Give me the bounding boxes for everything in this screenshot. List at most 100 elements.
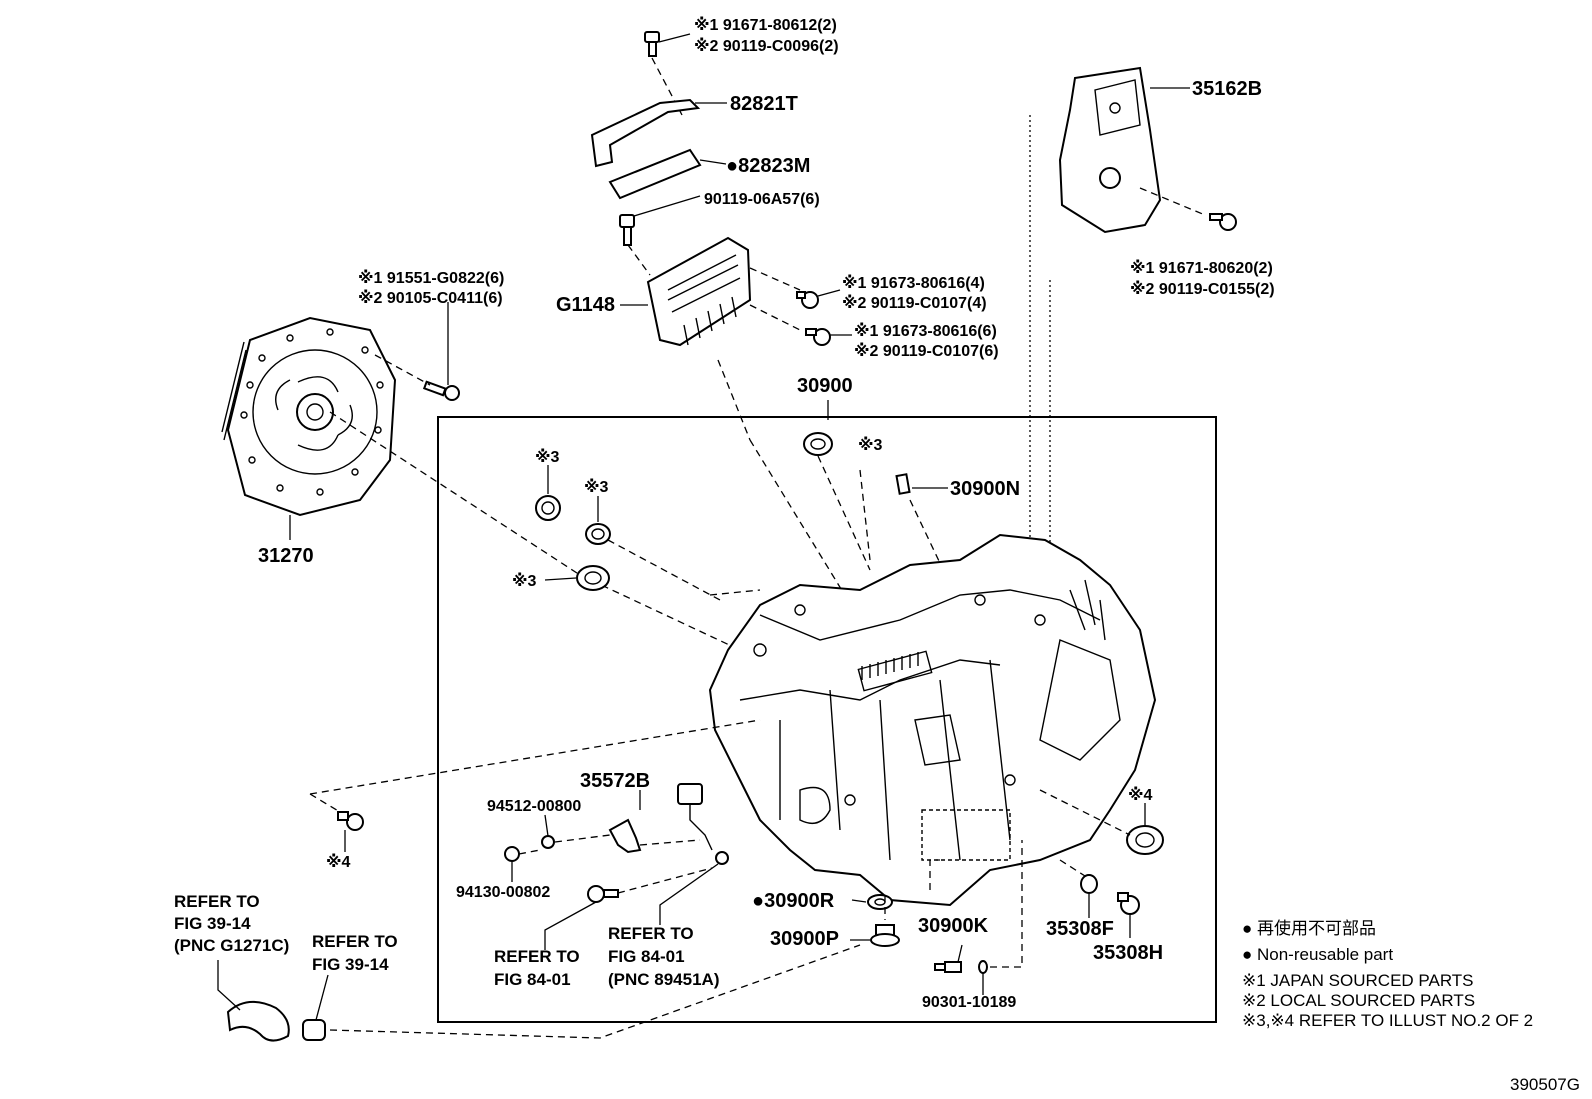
label-bolt-top-2: ※2 90119-C0096(2) [694, 37, 839, 55]
bolt-94130-part[interactable] [504, 846, 520, 882]
label-bolt-g1-1: ※1 91673-80616(4) [842, 274, 985, 292]
label-bolt-g2-1: ※1 91673-80616(6) [854, 322, 997, 340]
plug-mark3a-part[interactable] [535, 465, 561, 521]
bolt-mark4a-part[interactable] [337, 811, 364, 852]
label-35162B: 35162B [1192, 78, 1262, 100]
label-bolt-top-1: ※1 91671-80612(2) [694, 16, 837, 34]
cover-35162B-part[interactable] [1058, 66, 1190, 234]
label-30900N: 30900N [950, 478, 1020, 500]
lead-ref84b [659, 863, 719, 925]
dash-clamp [329, 944, 861, 1039]
label-mark3-c: ※3 [512, 572, 537, 590]
g1148-part[interactable] [620, 236, 752, 347]
bolt-g1148-4-part[interactable] [796, 289, 841, 309]
dash-ref84a [617, 867, 713, 894]
legend-note2: ※2 LOCAL SOURCED PARTS [1242, 991, 1475, 1010]
ring-35308F-part[interactable] [1080, 874, 1098, 918]
dash-mark4a-path [309, 719, 761, 795]
top-bolt-part[interactable] [644, 31, 691, 57]
bolt-90119-06A57-part[interactable] [619, 195, 701, 246]
disc-31270-part[interactable] [221, 316, 397, 540]
ref-d-line3: (PNC 89451A) [608, 970, 720, 989]
plug-30900P-part[interactable] [850, 924, 900, 947]
dash-30900K-b [929, 859, 940, 890]
transaxle-case-part[interactable] [708, 533, 1157, 907]
fitting-30900K-part[interactable] [934, 944, 963, 973]
ring-90301-part[interactable] [978, 960, 988, 995]
bolt-ref84-part[interactable] [544, 885, 619, 950]
label-bolt-right-2: ※2 90119-C0155(2) [1130, 280, 1275, 298]
label-bolt-right-1: ※1 91671-80620(2) [1130, 259, 1273, 277]
label-mark3-a: ※3 [535, 448, 560, 466]
label-bolt-g1-2: ※2 90119-C0107(4) [842, 294, 987, 312]
label-35308H: 35308H [1093, 942, 1163, 964]
sensor-35572B-part[interactable] [639, 783, 729, 865]
ref-d-line2: FIG 84-01 [608, 947, 685, 966]
label-mark3-b: ※3 [584, 478, 609, 496]
label-82823M: ●82823M [726, 155, 810, 177]
seal-mark4b-part[interactable] [1126, 803, 1164, 855]
label-30900R: ●30900R [752, 890, 835, 912]
label-31270: 31270 [258, 545, 314, 567]
dash-mark4b [1039, 789, 1131, 836]
washer-30900R-part[interactable] [851, 894, 893, 910]
label-90119-06A57: 90119-06A57(6) [704, 191, 820, 208]
plate-82823M-part[interactable] [608, 148, 727, 200]
label-30900: 30900 [797, 375, 853, 397]
seal-30900-part[interactable] [803, 400, 833, 456]
hose-ref39-part[interactable] [217, 960, 290, 1042]
ref-b-line1: REFER TO [312, 932, 398, 951]
dash-94512 [554, 834, 611, 843]
figure-id: 390507G [1510, 1075, 1580, 1094]
dash-disc-bolt [374, 354, 431, 386]
ref-c-line2: FIG 84-01 [494, 970, 571, 989]
dash-seal-30900b [859, 469, 871, 561]
bolt-disc-part[interactable] [422, 302, 460, 401]
dash-ring-mark3b [607, 539, 721, 601]
dash-35572B [639, 839, 701, 846]
label-30900P: 30900P [770, 928, 839, 950]
ref-a-line2: FIG 39-14 [174, 914, 251, 933]
ref-b-line2: FIG 39-14 [312, 955, 389, 974]
dash-g1148-to-case [717, 359, 751, 441]
ref-c-line1: REFER TO [494, 947, 580, 966]
seal-mark3c-part[interactable] [544, 565, 610, 591]
label-bolt-g2-2: ※2 90119-C0107(6) [854, 342, 999, 360]
dash-g1148-bolt2 [749, 304, 801, 331]
dash-disc-to-case [329, 411, 581, 576]
label-mark4-a: ※4 [326, 853, 351, 871]
label-94130: 94130-00802 [456, 884, 550, 901]
label-82821T: 82821T [730, 93, 798, 115]
legend-non-reusable-jp: ● 再使用不可部品 [1242, 918, 1376, 938]
ring-mark3b-part[interactable] [585, 496, 611, 545]
label-30900K: 30900K [918, 915, 989, 937]
label-bolt-left-2: ※2 90105-C0411(6) [358, 289, 503, 307]
dash-35308F [1059, 859, 1086, 877]
dash-mark4a-down [309, 793, 341, 813]
label-mark3-d: ※3 [858, 436, 883, 454]
bolt-cover-part[interactable] [1209, 213, 1237, 231]
clamp-ref39-part[interactable] [302, 974, 329, 1041]
dash-seal-30900 [817, 455, 871, 571]
label-35308F: 35308F [1046, 918, 1114, 940]
label-94512: 94512-00800 [487, 798, 581, 815]
ref-a-line3: (PNC G1271C) [174, 936, 289, 955]
assembly-frame [437, 416, 1217, 1023]
plug-35308H-part[interactable] [1117, 892, 1140, 938]
label-35572B: 35572B [580, 770, 650, 792]
dash-g1148-bolt1 [749, 267, 801, 291]
ref-d-line1: REFER TO [608, 924, 694, 943]
dash-94130 [518, 849, 541, 855]
label-bolt-left-1: ※1 91551-G0822(6) [358, 269, 504, 287]
bracket-82821T-part[interactable] [590, 98, 727, 168]
bolt-g1148-6-part[interactable] [805, 328, 852, 346]
dash-disc-to-case2 [579, 574, 741, 651]
dash-bolt-g1148 [627, 244, 651, 276]
ref-a-line1: REFER TO [174, 892, 260, 911]
label-mark4-b: ※4 [1128, 786, 1153, 804]
legend-note1: ※1 JAPAN SOURCED PARTS [1242, 971, 1474, 990]
legend-non-reusable-en: ● Non-reusable part [1242, 945, 1393, 964]
sensor-30900N-part[interactable] [895, 473, 948, 495]
bracket-94512-part[interactable] [541, 814, 642, 854]
